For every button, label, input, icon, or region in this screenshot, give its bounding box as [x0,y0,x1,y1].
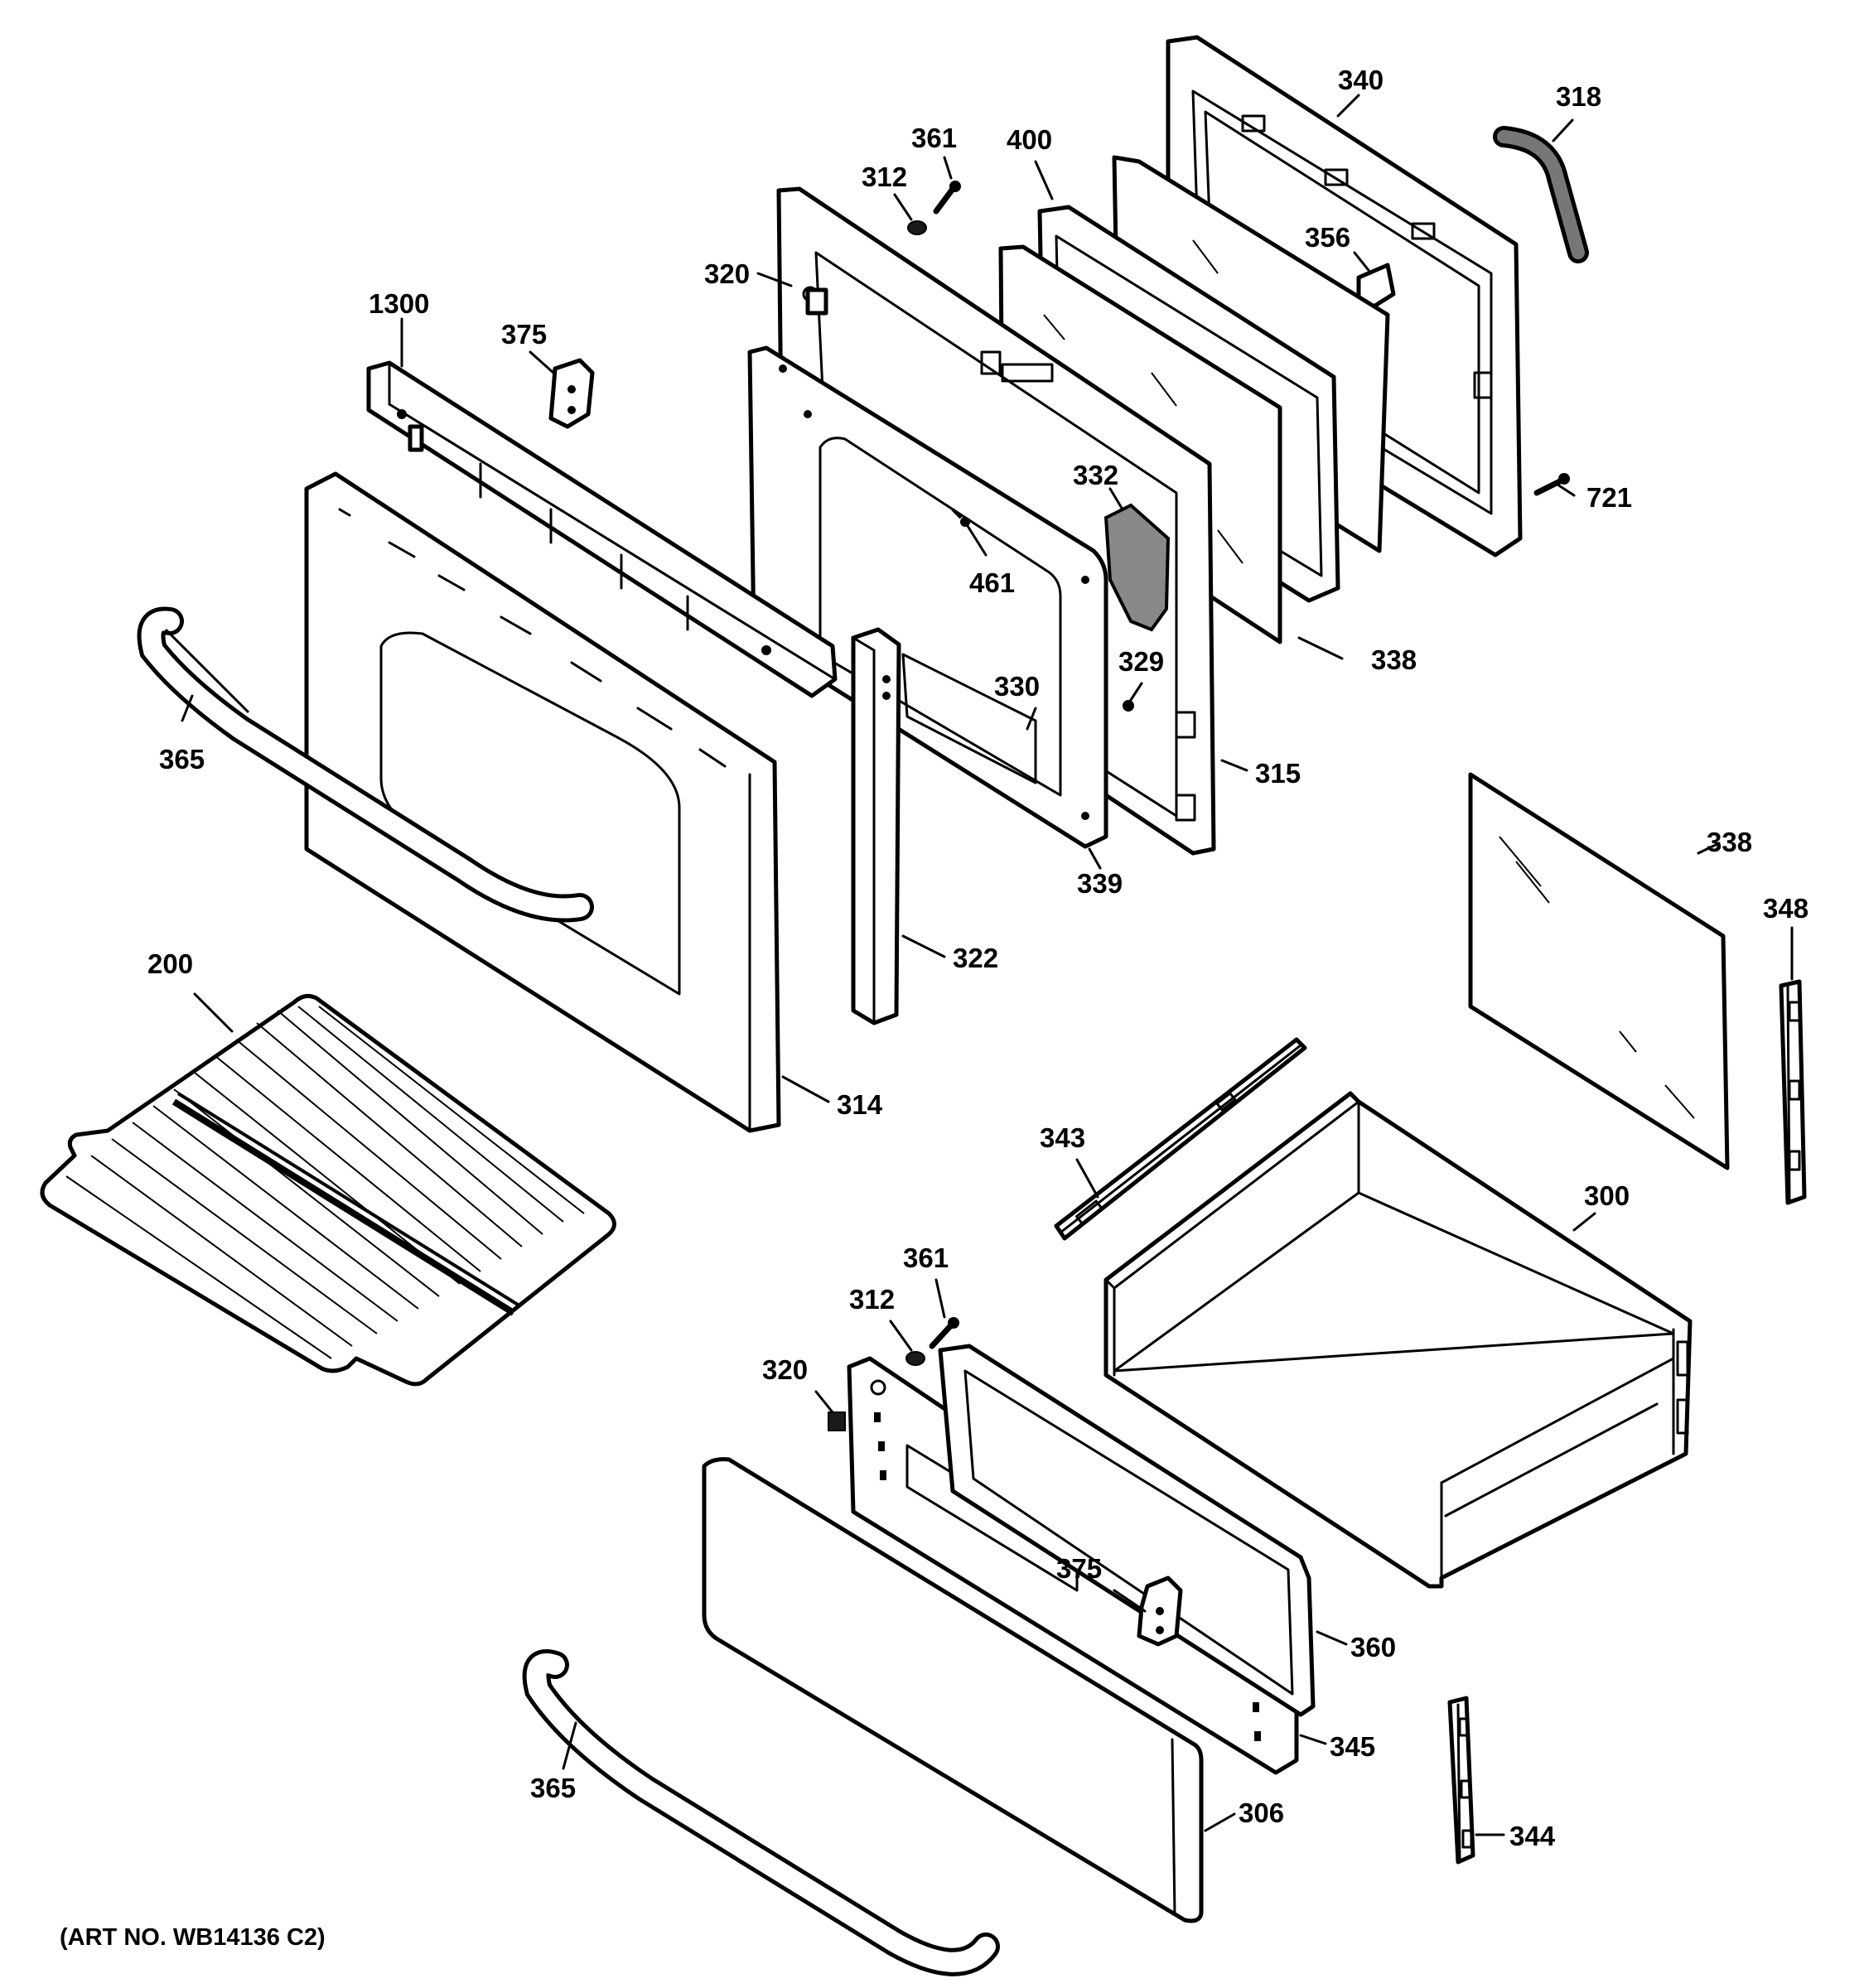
part-344-drawer-slide [1447,1696,1475,1865]
part-306-drawer-front [702,1457,1204,1923]
callout-461: 461 [969,567,1015,598]
callout-314: 314 [837,1089,883,1120]
callout-338-right: 338 [1707,827,1752,857]
callout-320-lower: 320 [762,1354,808,1385]
part-343-drawer-rail [1054,1037,1307,1241]
callout-339: 339 [1077,868,1123,899]
rack-wires [65,1006,585,1359]
callout-360: 360 [1350,1632,1396,1662]
part-320-hinge-lower [828,1411,846,1431]
part-360-gasket-frame [938,1344,1316,1717]
part-1300-vent-trim [366,360,838,698]
callout-338-upper: 338 [1371,644,1417,675]
callout-312-upper: 312 [862,162,907,192]
part-375-bracket-lower [1137,1575,1183,1647]
callout-361-upper: 361 [911,123,957,153]
part-365-handle-upper [137,606,594,923]
part-365-handle-lower [522,1649,1000,1976]
part-320-hinge-upper [805,287,828,316]
callout-348: 348 [1763,893,1808,924]
part-322-trim-channel [851,627,901,1025]
part-375-bracket-upper [548,358,595,429]
part-461-screw [951,508,970,527]
part-339-door-liner [747,345,1108,849]
callout-322: 322 [953,943,998,973]
part-338-glass-right [1468,772,1730,1170]
callout-330: 330 [994,671,1040,702]
callout-329: 329 [1118,646,1164,677]
callout-340: 340 [1338,65,1384,95]
callout-721: 721 [1586,482,1632,513]
art-number: (ART NO. WB14136 C2) [60,1924,326,1951]
callout-375-lower: 375 [1056,1553,1102,1584]
callout-365-upper: 365 [159,744,205,774]
callout-400: 400 [1007,124,1052,155]
callout-300: 300 [1584,1180,1630,1211]
part-300-drawer [1103,1091,1693,1589]
callout-labels: 340 318 361 400 312 356 320 1300 375 332… [60,65,1808,1951]
part-721-screw [1533,473,1570,496]
callout-318: 318 [1556,81,1601,112]
callout-365-lower: 365 [530,1773,576,1803]
part-330-mask [901,653,1037,784]
part-329-screw [1123,700,1134,712]
hole-column-left [874,1412,886,1480]
callout-312-lower: 312 [849,1284,895,1315]
part-200-oven-rack [40,993,616,1387]
callout-200: 200 [147,948,193,979]
callout-375-upper: 375 [501,319,547,350]
part-318-gasket [1493,126,1589,263]
part-348-slide-rail [1779,979,1807,1205]
callout-361-lower: 361 [903,1242,949,1273]
callout-306: 306 [1239,1797,1284,1828]
callout-343: 343 [1040,1122,1085,1153]
part-361-screw-upper [933,181,961,215]
part-361-screw-lower [929,1317,959,1349]
callout-315: 315 [1255,758,1301,789]
part-312-washer-lower [905,1351,925,1366]
part-332-insulation [1103,503,1171,632]
callout-332: 332 [1073,460,1118,490]
callout-345: 345 [1330,1731,1375,1762]
callout-356: 356 [1305,222,1350,253]
vent-slots [338,508,727,768]
leader-lines [181,94,1794,1836]
callout-1300: 1300 [369,288,429,319]
part-312-washer-upper [907,220,927,235]
callout-344: 344 [1509,1821,1556,1851]
callout-320-upper: 320 [704,258,750,289]
